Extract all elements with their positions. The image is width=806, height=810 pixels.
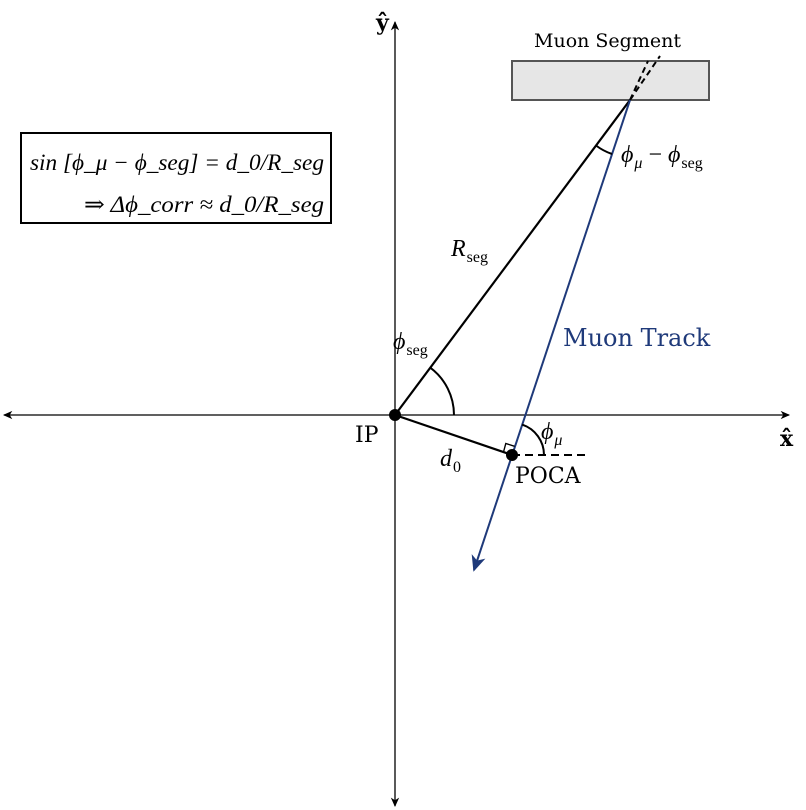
phi-diff-arc <box>595 144 613 155</box>
r-seg-line <box>394 99 631 416</box>
equation-line-2: ⇒ Δϕ_corr ≈ d_0/R_seg <box>84 192 324 217</box>
muon-segment-box <box>511 60 710 101</box>
muon-track-label: Muon Track <box>563 324 711 352</box>
track-extension-dashed <box>629 55 661 101</box>
x-axis-label: x̂ <box>780 426 794 452</box>
phi-seg-label: ϕseg <box>393 329 428 359</box>
equation-svg: sin [ϕ_μ − ϕ_seg] = d_0/R_seg ⇒ Δϕ_corr … <box>30 150 324 217</box>
ip-label: IP <box>355 423 379 448</box>
phi-diff-label: ϕμ − ϕseg <box>621 142 703 172</box>
y-axis-label: ŷ <box>375 10 390 36</box>
phi-mu-arc <box>521 423 546 456</box>
phi-seg-arc <box>429 366 455 416</box>
equation-box: sin [ϕ_μ − ϕ_seg] = d_0/R_seg ⇒ Δϕ_corr … <box>20 132 332 224</box>
poca-label: POCA <box>515 464 582 489</box>
phi-mu-label: ϕμ <box>541 419 562 449</box>
ip-point <box>389 409 401 421</box>
r-seg-label: Rseg <box>450 236 488 266</box>
equation-line-1: sin [ϕ_μ − ϕ_seg] = d_0/R_seg <box>30 150 324 175</box>
segment-extension-dashed <box>629 60 649 101</box>
d0-label: d0 <box>440 446 461 476</box>
muon-track-line <box>471 99 631 572</box>
d0-line <box>394 413 513 457</box>
poca-point <box>506 449 518 461</box>
muon-segment-label: Muon Segment <box>534 30 681 52</box>
right-angle-marker <box>502 442 515 453</box>
